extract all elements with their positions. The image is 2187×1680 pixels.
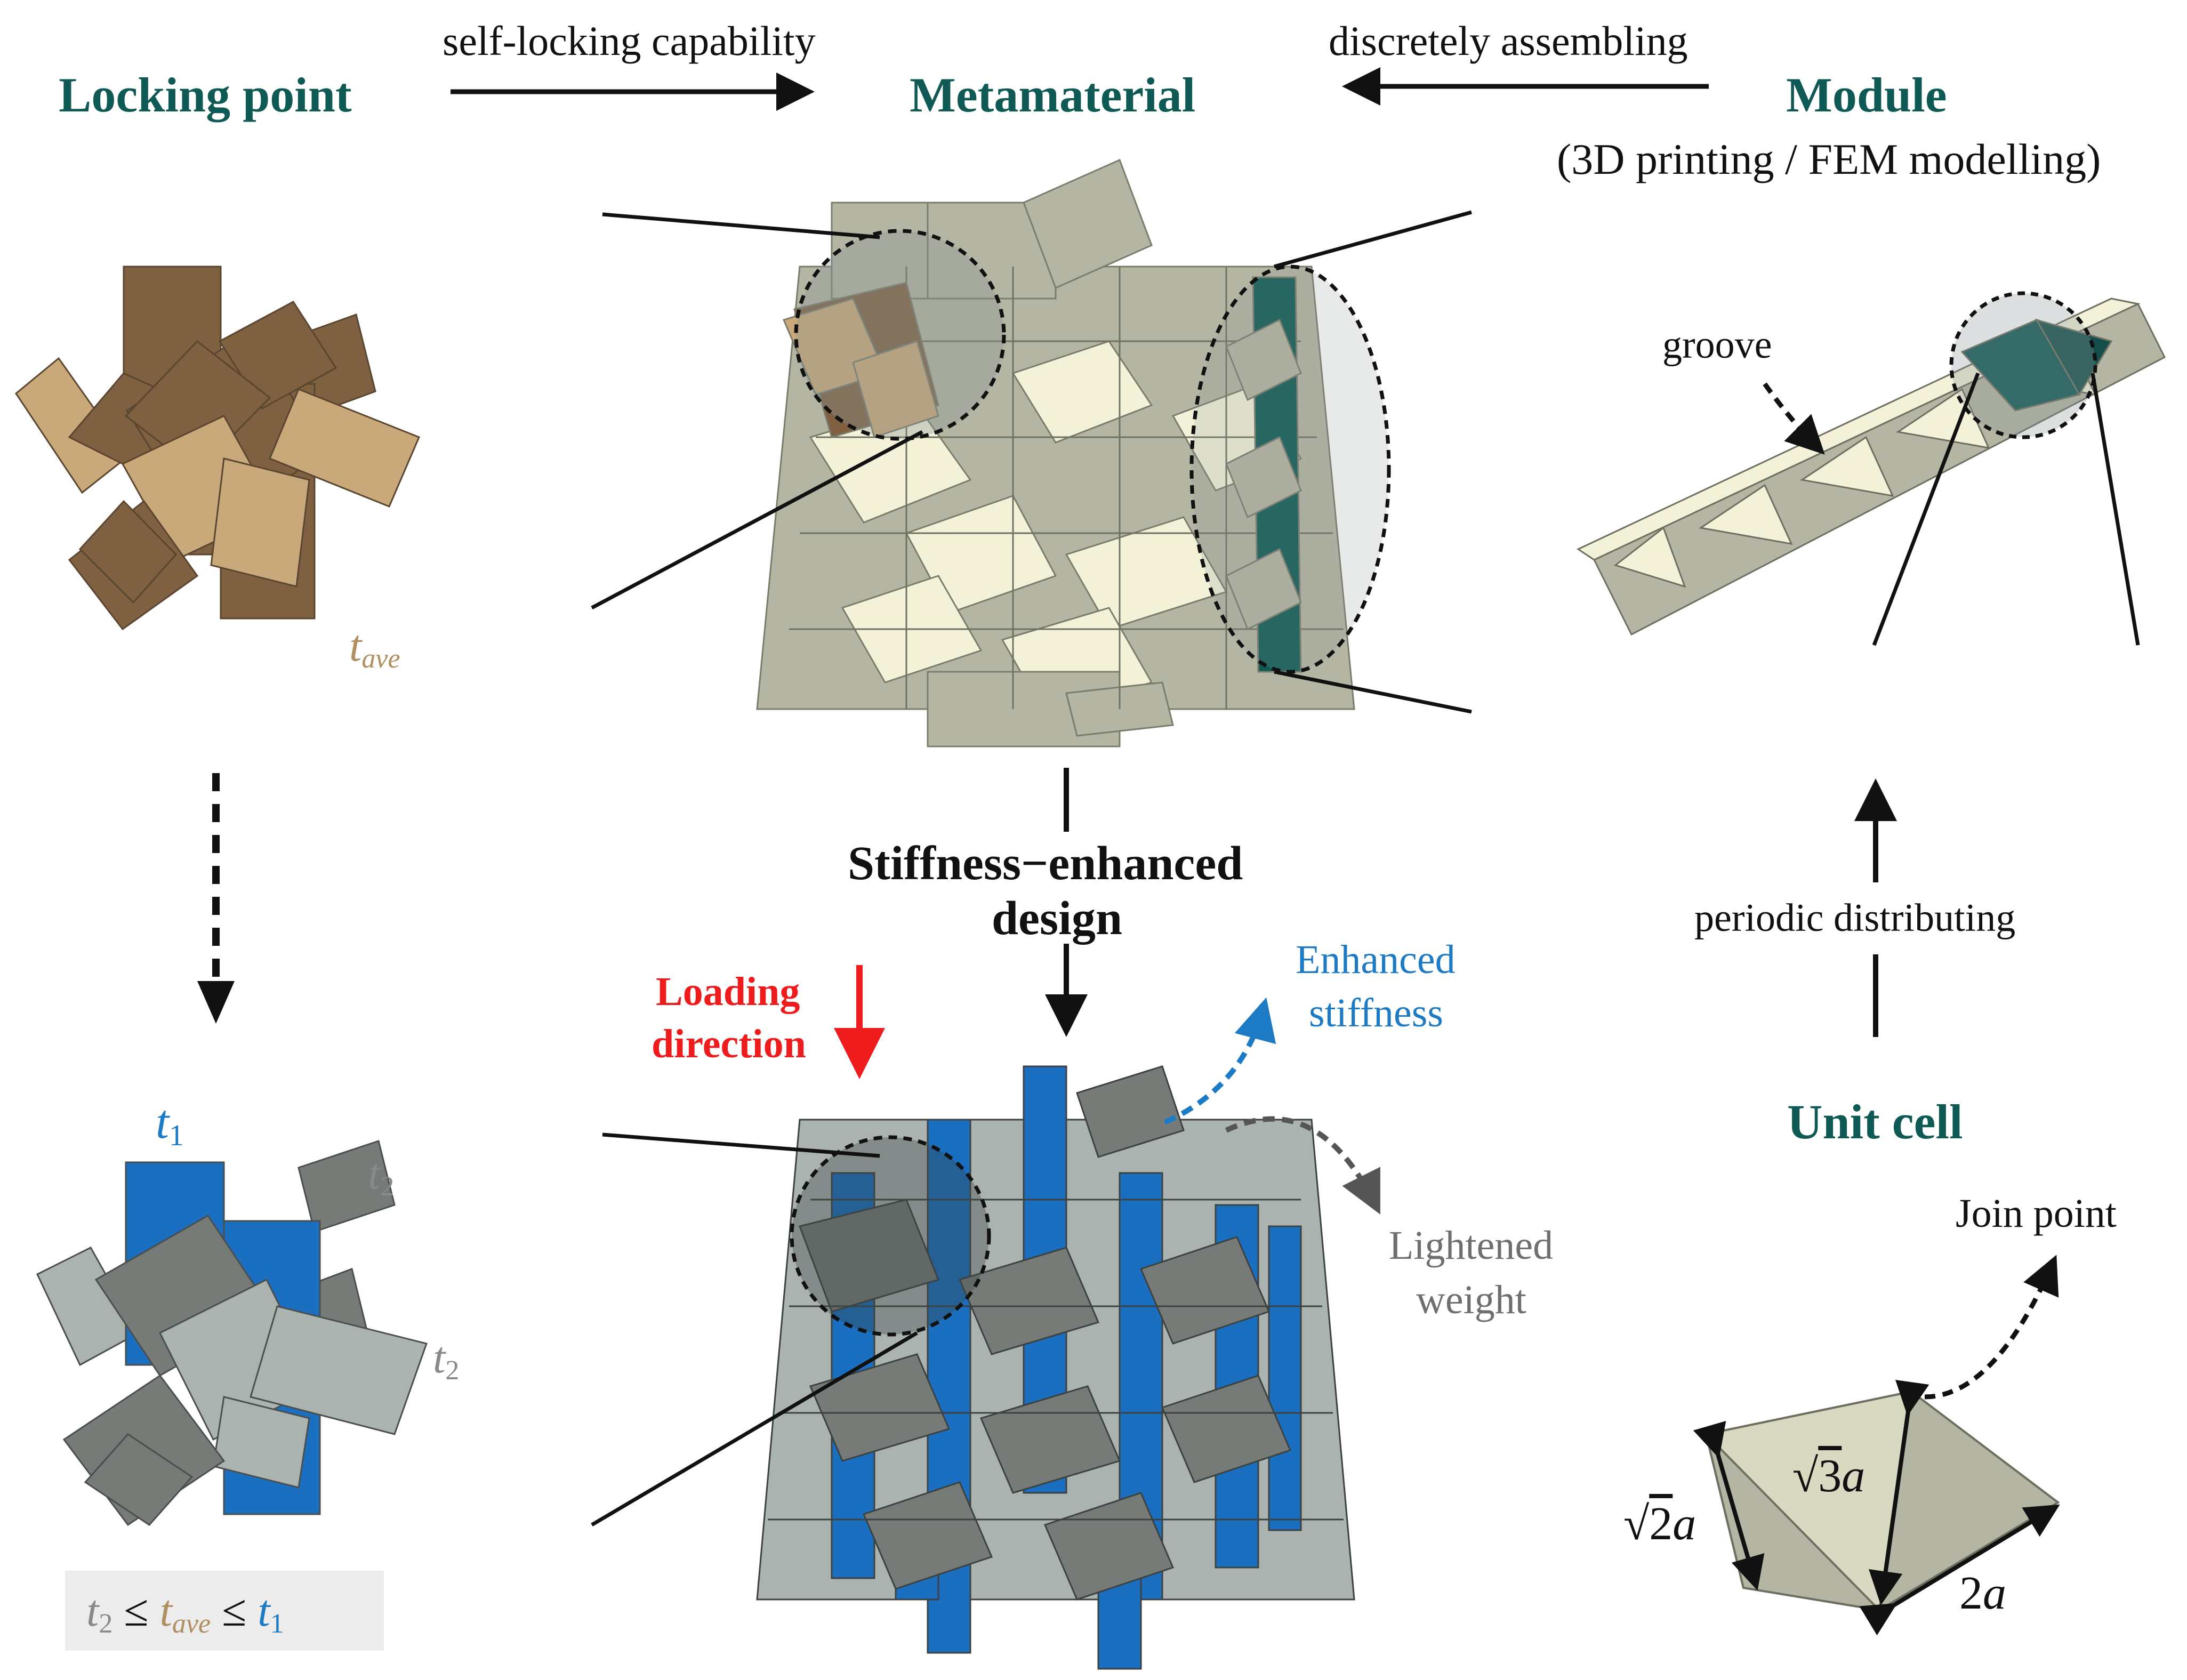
self-locking-label: self-locking capability: [443, 18, 816, 64]
loading-line2: direction: [652, 1022, 806, 1066]
t2-label-upper: t2: [368, 1149, 395, 1202]
module-zoom-circle: [1949, 291, 2097, 439]
module-subtitle: (3D printing / FEM modelling): [1557, 135, 2101, 183]
lightened-line1: Lightened: [1389, 1223, 1554, 1268]
enhanced-line2: stiffness: [1309, 991, 1443, 1035]
metamaterial-lattice: [756, 158, 1355, 747]
module-title: Module: [1786, 68, 1947, 122]
groove-label: groove: [1662, 323, 1772, 367]
2a-label: 2a: [1959, 1568, 2006, 1619]
module-leader-lines: [1872, 372, 2140, 646]
stiffness-line2: design: [992, 892, 1123, 945]
metamaterial-title: Metamaterial: [910, 68, 1196, 122]
metamaterial-leader-lines: [591, 210, 1472, 714]
t-ave-label: tave: [349, 621, 400, 674]
t2-label-lower: t2: [433, 1333, 460, 1386]
locking-point-title: Locking point: [59, 68, 352, 122]
metamaterial-zoom-ellipse: [1189, 264, 1391, 674]
t1-label: t1: [156, 1096, 184, 1152]
join-point-dot: [1903, 1383, 1920, 1400]
unit-cell-title: Unit cell: [1787, 1095, 1963, 1149]
variant-tile-cluster: [36, 1140, 428, 1526]
dimension-sqrt2a: [1693, 1420, 1765, 1591]
module-beam: [1576, 298, 2166, 636]
stiffness-line1: Stiffness−enhanced: [848, 837, 1243, 890]
dimension-2a: [1859, 1504, 2060, 1636]
groove-arrow: [1763, 382, 1825, 455]
thickness-relation-box: [65, 1571, 384, 1651]
join-point-label: Join point: [1956, 1191, 2117, 1236]
enhanced-line1: Enhanced: [1296, 937, 1456, 982]
loading-line1: Loading: [656, 969, 800, 1014]
periodic-distributing-label: periodic distributing: [1694, 896, 2016, 940]
sqrt3a-label: √3a: [1792, 1450, 1866, 1502]
metamaterial-zoom-circle: [794, 229, 1006, 441]
enhanced-leader-lines: [591, 1132, 918, 1527]
locking-to-variant-arrow: [197, 773, 235, 1024]
enhanced-stiffness-arrow: [1163, 997, 1276, 1125]
enhanced-metamaterial-lattice: [756, 1065, 1355, 1670]
thickness-relation: t2 ≤ tave ≤ t1: [86, 1586, 284, 1639]
locking-point-tile-cluster: [15, 266, 420, 631]
join-point-arrow: [1924, 1255, 2059, 1400]
lightened-weight-arrow: [1225, 1116, 1380, 1215]
sqrt2a-label: √2a: [1623, 1498, 1696, 1550]
discretely-assembling-label: discretely assembling: [1329, 18, 1688, 64]
enhanced-zoom-circle: [790, 1135, 991, 1337]
lightened-line2: weight: [1416, 1277, 1526, 1322]
